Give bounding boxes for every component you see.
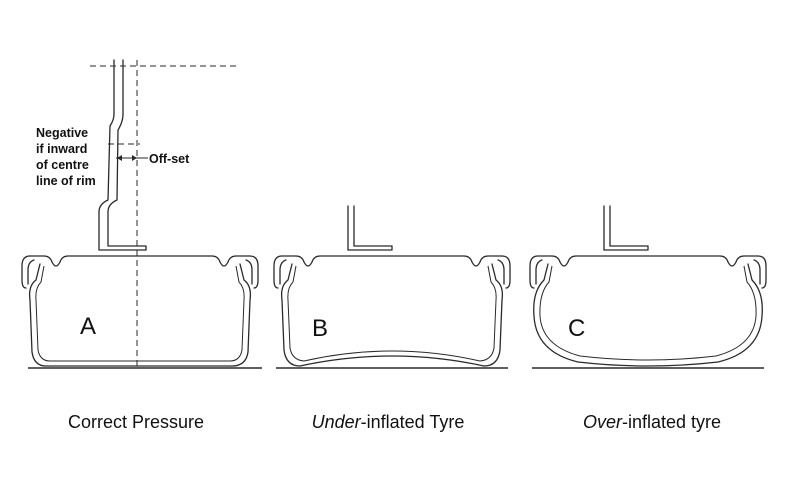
bead-left-b	[279, 259, 287, 285]
rim-flange-right-c	[757, 255, 767, 289]
bead-right	[245, 259, 253, 285]
offset-label: Off-set	[149, 152, 190, 166]
negative-offset-note: Negative if inward of centre line of rim	[36, 126, 96, 188]
bead-left-c	[535, 259, 543, 285]
tyre-body-outer-b	[280, 263, 504, 367]
rim-flange-left	[21, 255, 31, 289]
caption-a: Correct Pressure	[68, 412, 204, 433]
wheel-disc-inner	[107, 113, 147, 251]
tyre-a-drawing: A	[21, 59, 262, 369]
tyre-body-inner	[35, 265, 245, 362]
tyre-c-drawing: C	[529, 205, 767, 369]
rim-flange-left-c	[529, 255, 539, 289]
negative-note-line-4: line of rim	[36, 174, 96, 188]
bead-left	[27, 259, 35, 285]
tyre-body-inner-c	[539, 265, 757, 361]
tyre-body-outer	[28, 263, 252, 367]
negative-note-line-3: of centre	[36, 158, 89, 172]
caption-c: Over-inflated tyre	[583, 412, 721, 433]
rim-flange-right	[249, 255, 259, 289]
caption-c-text: -inflated tyre	[621, 412, 722, 432]
tyre-a-letter: A	[80, 313, 96, 340]
bead-right-c	[753, 259, 761, 285]
rim-flange-right-b	[501, 255, 511, 289]
wheel-disc-outer	[98, 113, 147, 251]
hub-stub-b-inner	[347, 205, 393, 251]
rim-profile	[29, 255, 251, 267]
caption-b-italic: Under	[311, 412, 361, 432]
rim-flange-left-b	[273, 255, 283, 289]
caption-b-text: -inflated Tyre	[360, 412, 465, 432]
rim-profile-b	[281, 255, 503, 267]
tyre-body-outer-c	[533, 263, 763, 367]
tyre-b-drawing: B	[273, 205, 511, 369]
tyre-body-inner-b	[287, 265, 497, 362]
caption-b: Under-inflated Tyre	[312, 412, 465, 433]
caption-c-italic: Over	[582, 412, 622, 432]
negative-note-line-2: if inward	[36, 142, 87, 156]
caption-a-text: Correct Pressure	[67, 412, 205, 432]
offset-arrow-left	[117, 155, 122, 161]
bead-right-b	[497, 259, 505, 285]
offset-arrow-right	[132, 155, 137, 161]
hub-stub-c-inner	[603, 205, 649, 251]
rim-profile-c	[537, 255, 759, 267]
negative-note-line-1: Negative	[36, 126, 88, 140]
tyre-c-letter: C	[568, 315, 585, 342]
tyre-b-letter: B	[312, 315, 328, 342]
